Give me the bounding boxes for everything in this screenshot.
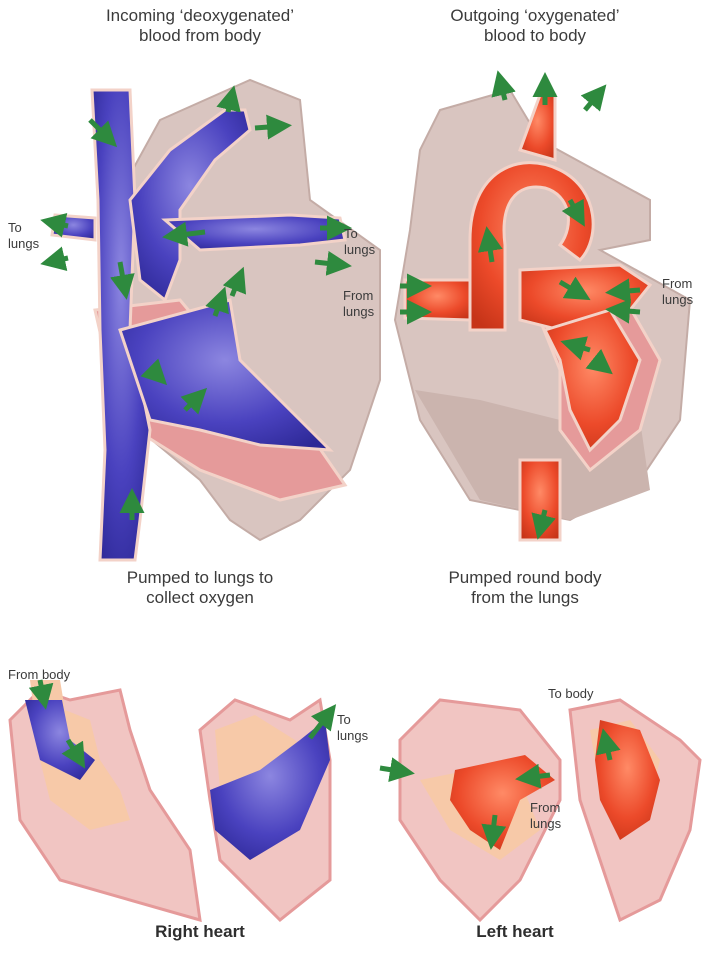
to-lungs-label: To lungs: [337, 712, 368, 744]
arrow: [255, 126, 282, 128]
pulmonary-branch-left: [52, 215, 95, 240]
label-line: From: [662, 276, 705, 292]
caption-line: collect oxygen: [40, 588, 360, 608]
label-line: To: [344, 226, 375, 242]
from-lungs-label: From lungs: [530, 800, 561, 832]
label-line: From: [343, 288, 374, 304]
arrow: [315, 262, 342, 265]
caption-line: Pumped round body: [375, 568, 675, 588]
arrow: [50, 258, 68, 262]
to-body-label: To body: [548, 686, 594, 702]
caption-line: Pumped to lungs to: [40, 568, 360, 588]
label-line: To: [337, 712, 368, 728]
label-line: lungs: [343, 304, 374, 320]
arrow: [615, 310, 640, 312]
label-line: lungs: [344, 242, 375, 258]
left-heart-bottom-caption: Pumped round body from the lungs: [375, 568, 675, 608]
label-line: lungs: [662, 292, 705, 308]
left-heart-title: Left heart: [415, 922, 615, 942]
right-heart-title: Right heart: [100, 922, 300, 942]
left-heart-ejection-panel: [570, 700, 700, 920]
from-body-label: From body: [8, 667, 70, 683]
arrow: [525, 775, 550, 778]
right-heart-left-label: To lungs: [8, 220, 39, 252]
right-heart-bottom-caption: Pumped to lungs to collect oxygen: [40, 568, 360, 608]
label-line: lungs: [337, 728, 368, 744]
label-line: From: [530, 800, 561, 816]
caption-line: from the lungs: [375, 588, 675, 608]
right-heart-filling-panel: [10, 680, 200, 920]
label-line: To: [8, 220, 39, 236]
label-line: lungs: [530, 816, 561, 832]
label-line: lungs: [8, 236, 39, 252]
left-heart-main-diagram: [395, 80, 690, 540]
right-heart-right-label: To lungs: [344, 226, 375, 258]
right-heart-ejection-panel: [200, 700, 330, 920]
arrow: [615, 290, 640, 292]
right-heart-main-diagram: [50, 80, 380, 560]
arrow: [585, 92, 600, 110]
left-heart-left-label: From lungs: [343, 288, 374, 320]
left-heart-right-label: From lungs: [662, 276, 705, 308]
arrow: [492, 815, 495, 840]
